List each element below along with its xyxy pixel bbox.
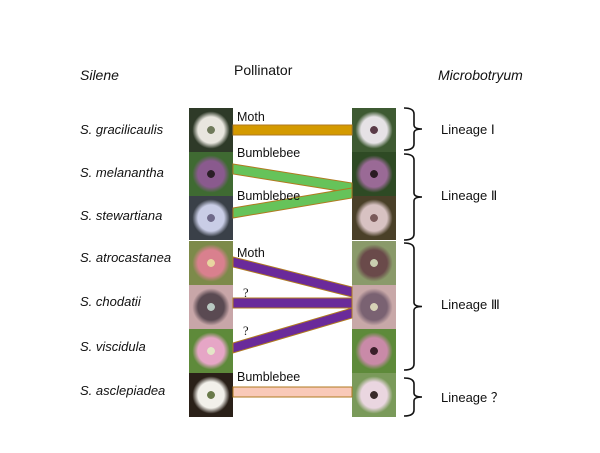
lineage-brace bbox=[403, 107, 423, 151]
pathogen-flower-photo bbox=[352, 285, 396, 329]
pollination-band bbox=[232, 297, 353, 309]
pollinator-label: Moth bbox=[237, 110, 265, 124]
host-flower-photo bbox=[189, 241, 233, 285]
species-label: S. asclepiadea bbox=[80, 383, 166, 398]
lineage-brace bbox=[403, 153, 423, 241]
pollinator-label: Moth bbox=[237, 246, 265, 260]
species-label: S. chodatii bbox=[80, 294, 141, 309]
header-silene: Silene bbox=[80, 67, 119, 83]
host-flower-photo bbox=[189, 196, 233, 240]
pathogen-flower-photo bbox=[352, 152, 396, 196]
lineage-label: Lineage Ⅲ bbox=[441, 297, 500, 312]
species-label: S. atrocastanea bbox=[80, 250, 172, 265]
pollinator-label: ? bbox=[243, 324, 249, 338]
species-label: S. stewartiana bbox=[80, 208, 163, 223]
pathogen-flower-photo bbox=[352, 196, 396, 240]
pollination-band bbox=[232, 256, 353, 298]
lineage-brace bbox=[403, 377, 423, 417]
pathogen-flower-photo bbox=[352, 108, 396, 152]
host-flower-photo bbox=[189, 152, 233, 196]
pollination-band bbox=[232, 386, 353, 398]
lineage-brace bbox=[403, 242, 423, 371]
pollinator-label: Bumblebee bbox=[237, 189, 301, 203]
pollination-band bbox=[232, 187, 353, 219]
host-flower-photo bbox=[189, 108, 233, 152]
species-label: S. gracilicaulis bbox=[80, 122, 164, 137]
pollination-band bbox=[232, 124, 353, 136]
lineage-label: Lineage ？ bbox=[441, 390, 504, 405]
host-flower-photo bbox=[189, 373, 233, 417]
species-label: S. melanantha bbox=[80, 165, 164, 180]
pollination-band bbox=[232, 307, 353, 354]
pollinator-label: Bumblebee bbox=[237, 370, 301, 384]
species-label: S. viscidula bbox=[80, 339, 146, 354]
host-flower-photo bbox=[189, 285, 233, 329]
pollinator-label: ? bbox=[243, 286, 249, 300]
pathogen-flower-photo bbox=[352, 373, 396, 417]
header-pollinator: Pollinator bbox=[234, 62, 293, 78]
pollinator-label: Bumblebee bbox=[237, 146, 301, 160]
lineage-label: Lineage Ⅱ bbox=[441, 188, 498, 203]
pathogen-flower-photo bbox=[352, 241, 396, 285]
host-flower-photo bbox=[189, 329, 233, 373]
header-microbotryum: Microbotryum bbox=[438, 67, 523, 83]
lineage-label: Lineage Ⅰ bbox=[441, 122, 495, 137]
pathogen-flower-photo bbox=[352, 329, 396, 373]
